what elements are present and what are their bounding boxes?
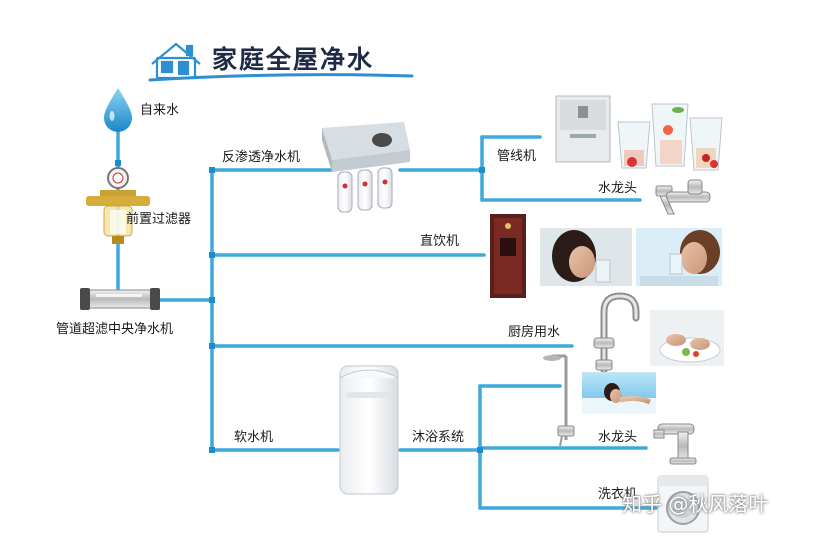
label-faucet-bottom: 水龙头	[598, 430, 638, 445]
pipeline-unit-image	[555, 95, 611, 163]
label-softener: 软水机	[234, 430, 274, 445]
home-icon	[151, 42, 201, 80]
label-faucet-top: 水龙头	[598, 181, 638, 196]
page-title: 家庭全屋净水	[212, 45, 375, 74]
pipe-joints	[115, 160, 485, 453]
direct-drink-machine-image	[490, 214, 526, 298]
washing-machine-image	[657, 475, 709, 533]
label-kitchen-water: 厨房用水	[508, 325, 561, 340]
kitchen-faucet-image	[593, 292, 640, 374]
pre-filter-image	[86, 167, 150, 244]
label-central-purifier: 管道超滤中央净水机	[56, 322, 174, 337]
label-tap-water: 自来水	[140, 103, 180, 118]
central-purifier-image	[80, 288, 160, 310]
faucet-top-image	[655, 179, 711, 215]
washing-vegetables-photo	[650, 310, 724, 366]
watermark: 知乎 @秋风落叶	[622, 492, 769, 516]
ro-purifier-image	[322, 122, 410, 213]
water-softener-image	[339, 365, 399, 495]
faucet-bottom-image	[653, 423, 697, 465]
label-pre-filter: 前置过滤器	[126, 212, 192, 227]
water-drop-icon	[104, 88, 132, 132]
bathtub-photo	[582, 372, 656, 414]
label-washer: 洗衣机	[598, 487, 638, 502]
label-bath-system: 沐浴系统	[412, 430, 465, 445]
drinking-woman-photo-1	[540, 228, 632, 286]
fruit-glasses-image	[617, 103, 723, 171]
drinking-woman-photo-2	[636, 228, 722, 286]
label-direct-drink: 直饮机	[420, 234, 460, 249]
label-ro-purifier: 反渗透净水机	[222, 150, 301, 165]
pipe-network	[116, 128, 658, 510]
shower-image	[543, 354, 575, 447]
title-underline	[148, 73, 414, 82]
label-pipeline-unit: 管线机	[497, 149, 537, 164]
